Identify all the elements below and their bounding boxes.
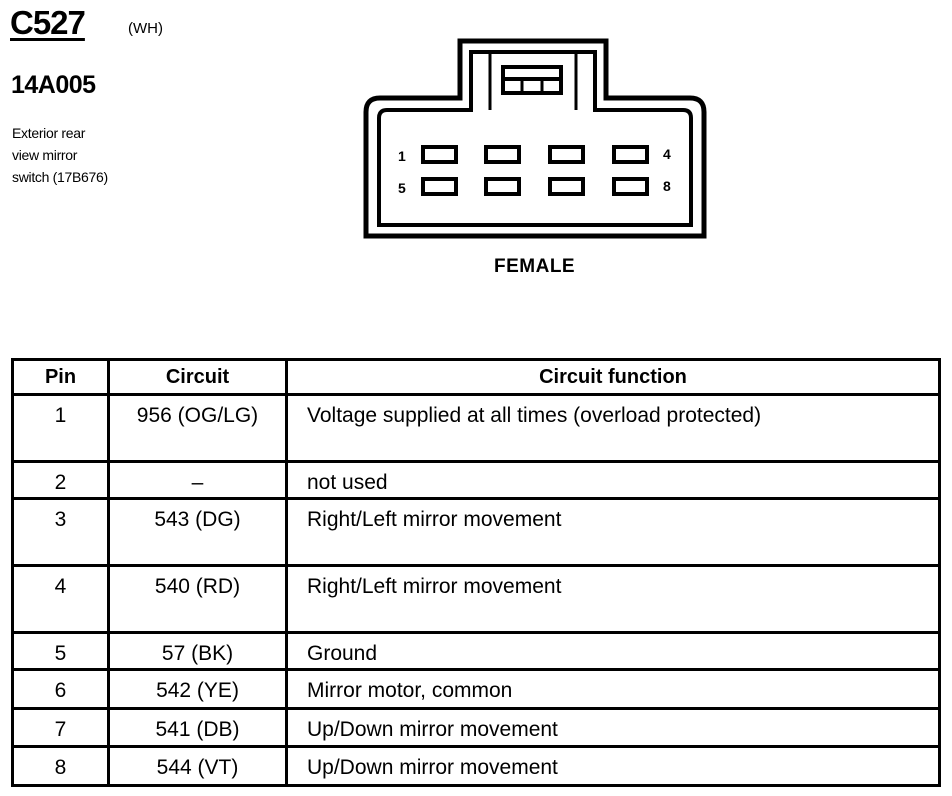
connector-face-diagram: 1 4 5 8 — [363, 38, 707, 239]
header-circuit: Circuit — [107, 358, 288, 396]
pin-cell: 4 — [11, 564, 110, 635]
function-cell: Right/Left mirror movement — [285, 564, 941, 635]
pin-cavity — [548, 177, 585, 196]
description-line: view mirror — [12, 147, 78, 163]
function-cell: Up/Down mirror movement — [285, 706, 941, 749]
pin-label-4: 4 — [663, 146, 671, 162]
pin-cavity — [548, 145, 585, 164]
connector-outline — [363, 38, 707, 239]
pin-cavity — [612, 145, 649, 164]
pin-cavity — [421, 145, 458, 164]
function-cell: Right/Left mirror movement — [285, 496, 941, 568]
table-row: 3 543 (DG) Right/Left mirror movement — [11, 496, 941, 568]
header-function: Circuit function — [285, 358, 941, 396]
pin-cavity — [484, 145, 521, 164]
function-cell: not used — [285, 460, 941, 500]
circuit-cell: 544 (VT) — [107, 745, 288, 787]
table-row: 4 540 (RD) Right/Left mirror movement — [11, 564, 941, 635]
circuit-cell: 57 (BK) — [107, 631, 288, 671]
table-row: 5 57 (BK) Ground — [11, 631, 941, 671]
circuit-cell: 956 (OG/LG) — [107, 392, 288, 464]
component-description: Exterior rear view mirror switch (17B676… — [12, 122, 108, 188]
table-row: 7 541 (DB) Up/Down mirror movement — [11, 706, 941, 749]
function-cell: Ground — [285, 631, 941, 671]
pin-cell: 6 — [11, 667, 110, 710]
circuit-cell: – — [107, 460, 288, 500]
pin-cavity — [484, 177, 521, 196]
table-row: 8 544 (VT) Up/Down mirror movement — [11, 745, 941, 787]
function-cell: Voltage supplied at all times (overload … — [285, 392, 941, 464]
pin-label-1: 1 — [398, 148, 406, 164]
pin-cell: 1 — [11, 392, 110, 464]
circuit-cell: 542 (YE) — [107, 667, 288, 710]
pin-cavity — [421, 177, 458, 196]
connector-color-code: (WH) — [128, 20, 163, 37]
connector-gender: FEMALE — [494, 256, 576, 277]
pin-cavity — [612, 177, 649, 196]
connector-id: C527 — [10, 4, 86, 41]
pin-label-5: 5 — [398, 180, 406, 196]
function-cell: Mirror motor, common — [285, 667, 941, 710]
pin-cell: 8 — [11, 745, 110, 787]
function-cell: Up/Down mirror movement — [285, 745, 941, 787]
header-pin: Pin — [11, 358, 110, 396]
table-header-row: Pin Circuit Circuit function — [11, 358, 941, 396]
circuit-cell: 540 (RD) — [107, 564, 288, 635]
pin-cell: 7 — [11, 706, 110, 749]
table-row: 2 – not used — [11, 460, 941, 500]
table-row: 1 956 (OG/LG) Voltage supplied at all ti… — [11, 392, 941, 464]
pin-cell: 5 — [11, 631, 110, 671]
description-line: switch (17B676) — [12, 169, 108, 185]
latch-icon — [471, 50, 595, 110]
pin-label-8: 8 — [663, 178, 671, 194]
part-number: 14A005 — [11, 71, 96, 99]
circuit-cell: 541 (DB) — [107, 706, 288, 749]
table-row: 6 542 (YE) Mirror motor, common — [11, 667, 941, 710]
pin-cell: 3 — [11, 496, 110, 568]
pin-table: Pin Circuit Circuit function 1 956 (OG/L… — [11, 358, 941, 787]
pin-cell: 2 — [11, 460, 110, 500]
circuit-cell: 543 (DG) — [107, 496, 288, 568]
description-line: Exterior rear — [12, 125, 86, 141]
